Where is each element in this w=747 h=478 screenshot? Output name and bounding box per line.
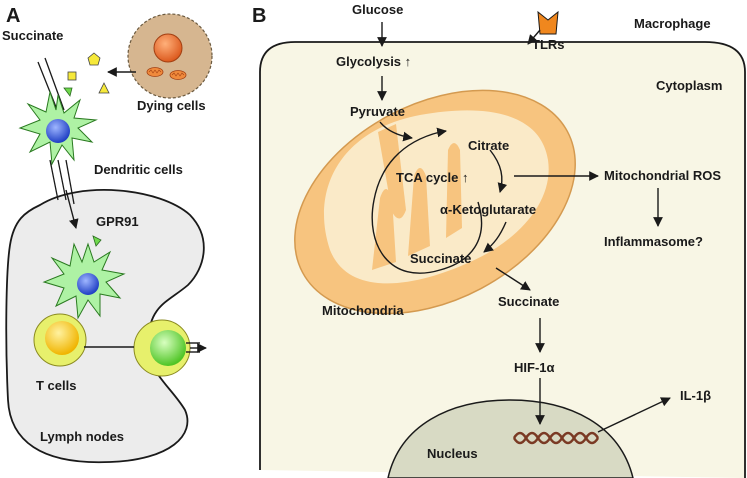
label-alpha-ketoglutarate: α-Ketoglutarate: [440, 202, 536, 217]
t-cell-right: [133, 319, 191, 377]
label-mitochondrial-ros: Mitochondrial ROS: [604, 168, 721, 183]
label-glucose: Glucose: [352, 2, 403, 17]
tca-arrowhead-1: [436, 127, 447, 138]
label-mitochondria: Mitochondria: [322, 303, 404, 318]
dying-cell: [127, 13, 213, 99]
label-tca-cycle: TCA cycle ↑: [396, 170, 469, 185]
label-citrate: Citrate: [468, 138, 509, 153]
arrow-pyruvate-tca: [379, 121, 413, 142]
label-t-cells: T cells: [36, 378, 76, 393]
panel-a-letter: A: [6, 5, 20, 27]
label-hif-1a: HIF-1α: [514, 360, 555, 375]
label-cytoplasm: Cytoplasm: [656, 78, 722, 93]
succinate-pentagon: [87, 52, 101, 66]
label-gpr91: GPR91: [96, 214, 139, 229]
tca-arrow-citrate-akg: [489, 149, 508, 193]
gpr91-receptor-a1: [63, 87, 73, 97]
succinate-square: [67, 71, 77, 81]
label-succinate-a: Succinate: [2, 28, 63, 43]
label-macrophage: Macrophage: [634, 16, 711, 31]
label-dendritic-cells: Dendritic cells: [94, 162, 183, 177]
migration-lines: [37, 57, 75, 205]
label-succinate-cyto: Succinate: [498, 294, 559, 309]
label-il-1b: IL-1β: [680, 388, 711, 403]
dna-helix: [512, 431, 600, 445]
gpr91-receptor-a2: [92, 235, 102, 247]
panel-b-letter: B: [252, 5, 266, 27]
dendritic-cell-node: [42, 242, 126, 320]
label-inflammasome: Inflammasome?: [604, 234, 703, 249]
tca-cycle-arrow: [371, 131, 483, 274]
panel-a: A: [2, 5, 213, 464]
t-cell-left: [33, 313, 87, 367]
arrow-succinate-out: [495, 267, 531, 291]
tlr-arrow: [527, 29, 541, 45]
label-dying-cells: Dying cells: [137, 98, 206, 113]
tlr-receptor: [537, 10, 559, 35]
lymph-node: [5, 189, 205, 464]
panel-b: B: [252, 2, 746, 478]
label-tlrs: TLRs: [532, 37, 565, 52]
migration-arrow: [65, 189, 79, 229]
label-succinate-mito: Succinate: [410, 251, 471, 266]
label-glycolysis: Glycolysis ↑: [336, 54, 411, 69]
arrow-dna-il1b: [597, 397, 671, 433]
label-lymph-nodes: Lymph nodes: [40, 429, 124, 444]
dendritic-cell-top: [18, 90, 98, 166]
label-nucleus: Nucleus: [427, 446, 478, 461]
label-pyruvate: Pyruvate: [350, 104, 405, 119]
nucleus: [387, 399, 634, 478]
succinate-triangle: [98, 82, 110, 94]
tca-arrow-akg-succ: [483, 221, 507, 253]
